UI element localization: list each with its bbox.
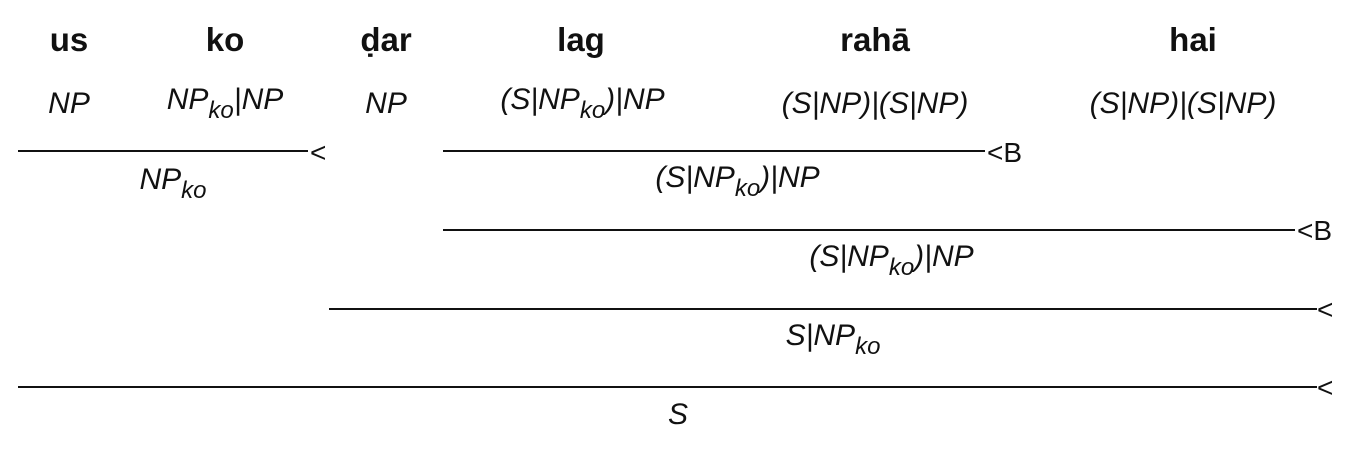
result-category-1: NPko bbox=[139, 163, 207, 204]
result-category-2: (S|NPko)|NP bbox=[655, 161, 820, 202]
word-raha: rahā bbox=[840, 21, 910, 58]
word-ko: ko bbox=[205, 21, 245, 58]
word-us: us bbox=[49, 21, 89, 58]
lexical-category-dar: NP bbox=[365, 87, 407, 120]
rule-label-1: < bbox=[310, 137, 327, 168]
word-hai: hai bbox=[1169, 21, 1217, 58]
rule-label-3: <B bbox=[1297, 215, 1333, 246]
derivation-line-2 bbox=[443, 150, 985, 152]
result-category-4: S|NPko bbox=[785, 319, 881, 360]
rule-label-5: < bbox=[1317, 372, 1334, 403]
word-lag: lag bbox=[557, 21, 605, 58]
lexical-category-hai: (S|NP)|(S|NP) bbox=[1089, 87, 1277, 120]
lexical-category-raha: (S|NP)|(S|NP) bbox=[781, 87, 969, 120]
result-category-5: S bbox=[667, 398, 688, 431]
rule-label-2: <B bbox=[987, 137, 1023, 168]
derivation-line-4 bbox=[329, 308, 1317, 310]
result-category-3: (S|NPko)|NP bbox=[809, 240, 974, 281]
word-dar: ḍar bbox=[360, 21, 412, 58]
lexical-category-lag: (S|NPko)|NP bbox=[500, 83, 665, 124]
lexical-category-ko: NPko|NP bbox=[166, 83, 284, 124]
derivation-line-5 bbox=[18, 386, 1317, 388]
derivation-line-3 bbox=[443, 229, 1295, 231]
rule-label-4: < bbox=[1317, 294, 1334, 325]
lexical-category-us: NP bbox=[48, 87, 90, 120]
derivation-line-1 bbox=[18, 150, 308, 152]
